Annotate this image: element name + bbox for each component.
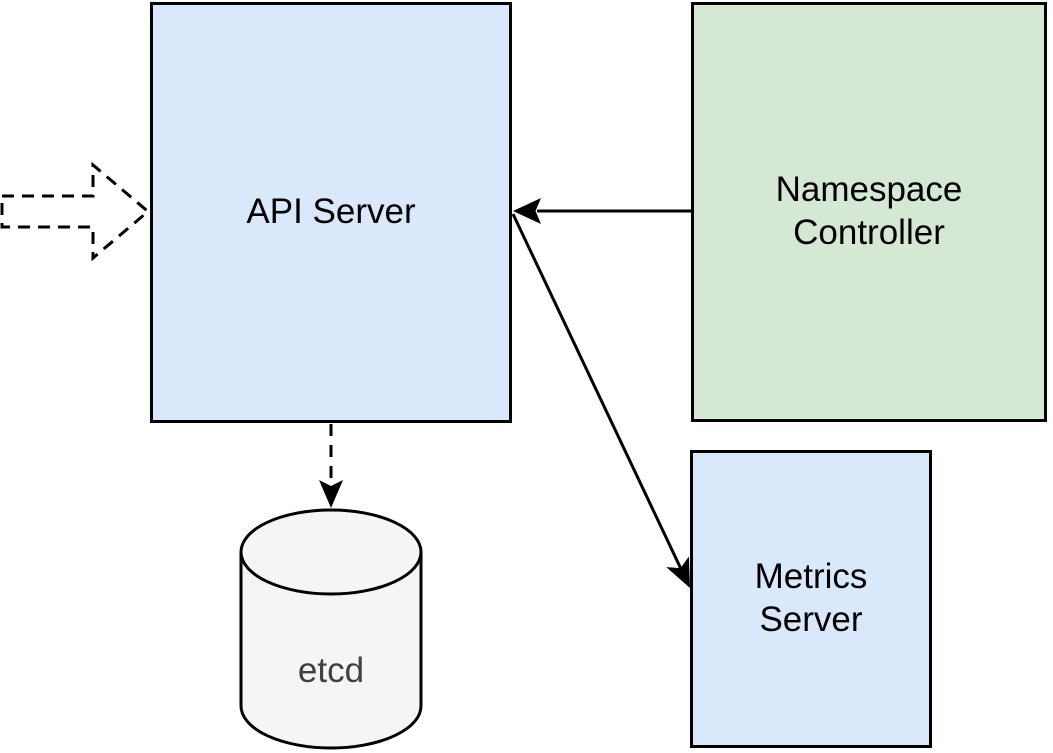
edge-api-server-to-etcd — [319, 424, 343, 508]
edge-namespace-controller-to-api-server — [513, 198, 691, 224]
arrowhead-diagonal-icon — [666, 556, 690, 588]
namespace-controller-label: Namespace Controller — [775, 170, 963, 252]
node-etcd-cylinder — [239, 508, 423, 750]
api-server-label: API Server — [246, 192, 416, 232]
edge-api-server-to-metrics-server — [511, 213, 690, 588]
cylinder-body — [239, 508, 423, 750]
node-api-server: API Server — [150, 2, 512, 423]
arrowhead-down-icon — [319, 480, 343, 508]
metrics-server-label: Metrics Server — [754, 557, 868, 639]
arrowhead-left-icon — [513, 198, 541, 224]
node-namespace-controller: Namespace Controller — [691, 2, 1047, 422]
node-metrics-server: Metrics Server — [690, 450, 932, 748]
cylinder-top-rim — [239, 551, 423, 596]
external-traffic-block-arrow-icon — [0, 161, 151, 262]
